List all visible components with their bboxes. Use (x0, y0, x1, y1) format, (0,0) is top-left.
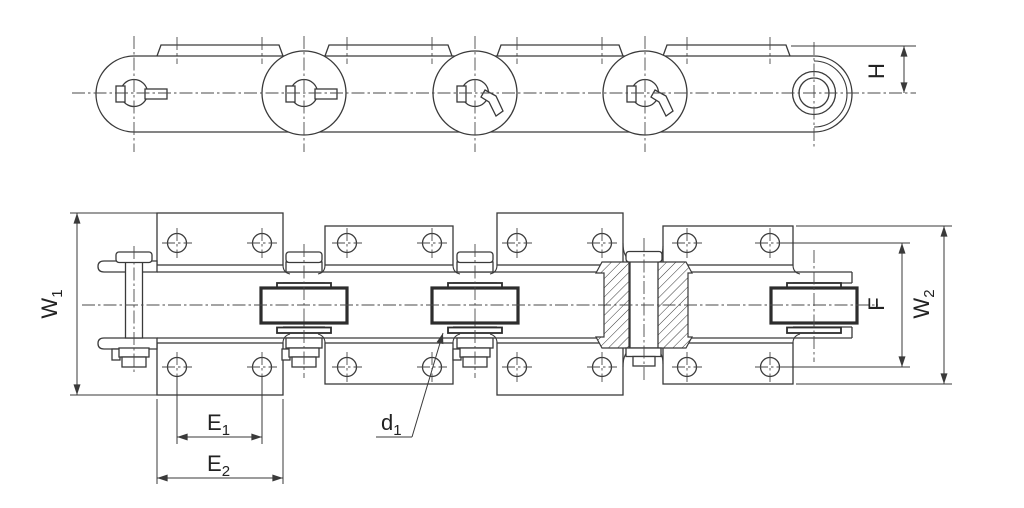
attachment-tab (496, 44, 624, 57)
hole-center-marks (176, 37, 771, 64)
dimension-label-e1: E1 (207, 410, 230, 439)
plan-view: W1 W2 F E1 E2 (37, 212, 952, 484)
cotter-pin-straight (115, 85, 338, 103)
dimension-d1: d1 (376, 332, 444, 439)
dimension-f: F (781, 242, 910, 368)
dimension-label-e2: E2 (207, 451, 230, 480)
side-view: H (72, 36, 916, 152)
dimension-w1: W1 (37, 212, 160, 396)
attachment-holes (162, 228, 785, 382)
attachment-tab (324, 44, 453, 57)
attachment-tab (156, 44, 284, 57)
dimension-label-h: H (864, 63, 889, 79)
dimension-e2: E2 (156, 399, 284, 484)
attachment-tab (662, 44, 791, 57)
dimension-label-d1: d1 (381, 410, 402, 439)
dimension-e1: E1 (176, 376, 263, 444)
end-plate-inner-contour (813, 60, 848, 128)
dimension-label-w2: W2 (909, 289, 938, 318)
dimension-label-w1: W1 (37, 289, 66, 318)
outer-plate-end (97, 337, 158, 350)
sectioned-bush-left (594, 261, 630, 349)
dimension-label-f: F (864, 297, 889, 310)
dimension-h: H (791, 45, 916, 93)
section-pin-washer (625, 347, 662, 358)
cotter-pin-bent (456, 85, 674, 117)
dimension-w2: W2 (796, 225, 952, 385)
